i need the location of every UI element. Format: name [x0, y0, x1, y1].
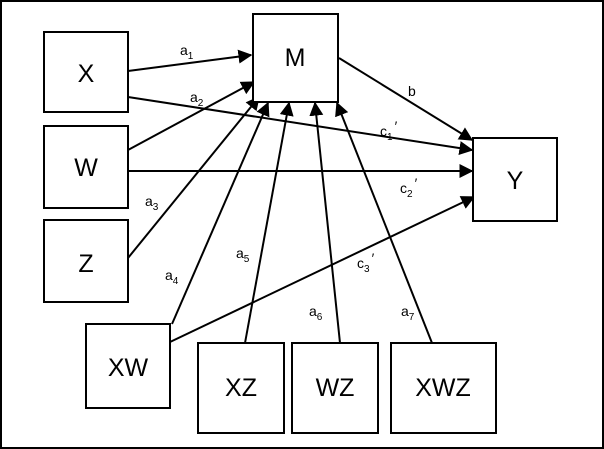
node-xz: XZ — [197, 342, 285, 434]
path-label-a4: a4 — [165, 267, 179, 287]
node-wz-label: WZ — [316, 374, 355, 402]
arrow-w-to-m — [127, 81, 256, 151]
arrow-m-to-y — [338, 57, 474, 141]
node-z: Z — [43, 219, 129, 303]
path-label-a5: a5 — [236, 245, 250, 265]
arrow-x-to-m — [127, 49, 253, 72]
node-x-label: X — [78, 60, 95, 88]
arrow-wz-to-m — [309, 101, 341, 344]
path-label-c1: c1′ — [380, 118, 398, 143]
node-z-label: Z — [78, 250, 93, 278]
node-w: W — [43, 125, 129, 209]
node-xw-label: XW — [108, 354, 149, 382]
arrow-xwz-to-m — [335, 101, 433, 344]
node-x: X — [43, 31, 129, 113]
path-label-a6: a6 — [309, 303, 323, 323]
path-label-a1: a1 — [180, 42, 194, 62]
path-label-a3: a3 — [145, 193, 159, 213]
path-label-b: b — [408, 83, 416, 99]
arrow-z-to-m — [127, 95, 260, 259]
arrow-xw-to-m — [171, 101, 270, 325]
path-label-a7: a7 — [401, 303, 415, 323]
arrow-xw-to-y — [169, 196, 476, 343]
node-y-label: Y — [507, 167, 524, 195]
node-w-label: W — [74, 154, 98, 182]
node-y: Y — [472, 137, 558, 222]
node-xwz-label: XWZ — [415, 374, 471, 402]
path-label-c3: c3′ — [357, 250, 375, 275]
node-wz: WZ — [291, 342, 379, 434]
path-label-a2: a2 — [190, 89, 204, 109]
arrow-x-to-y — [127, 96, 474, 155]
node-xz-label: XZ — [225, 374, 257, 402]
node-m-label: M — [285, 44, 306, 72]
path-label-c2: c2′ — [400, 175, 418, 200]
node-xw: XW — [85, 323, 171, 409]
node-xwz: XWZ — [390, 342, 497, 434]
node-m: M — [252, 13, 339, 103]
